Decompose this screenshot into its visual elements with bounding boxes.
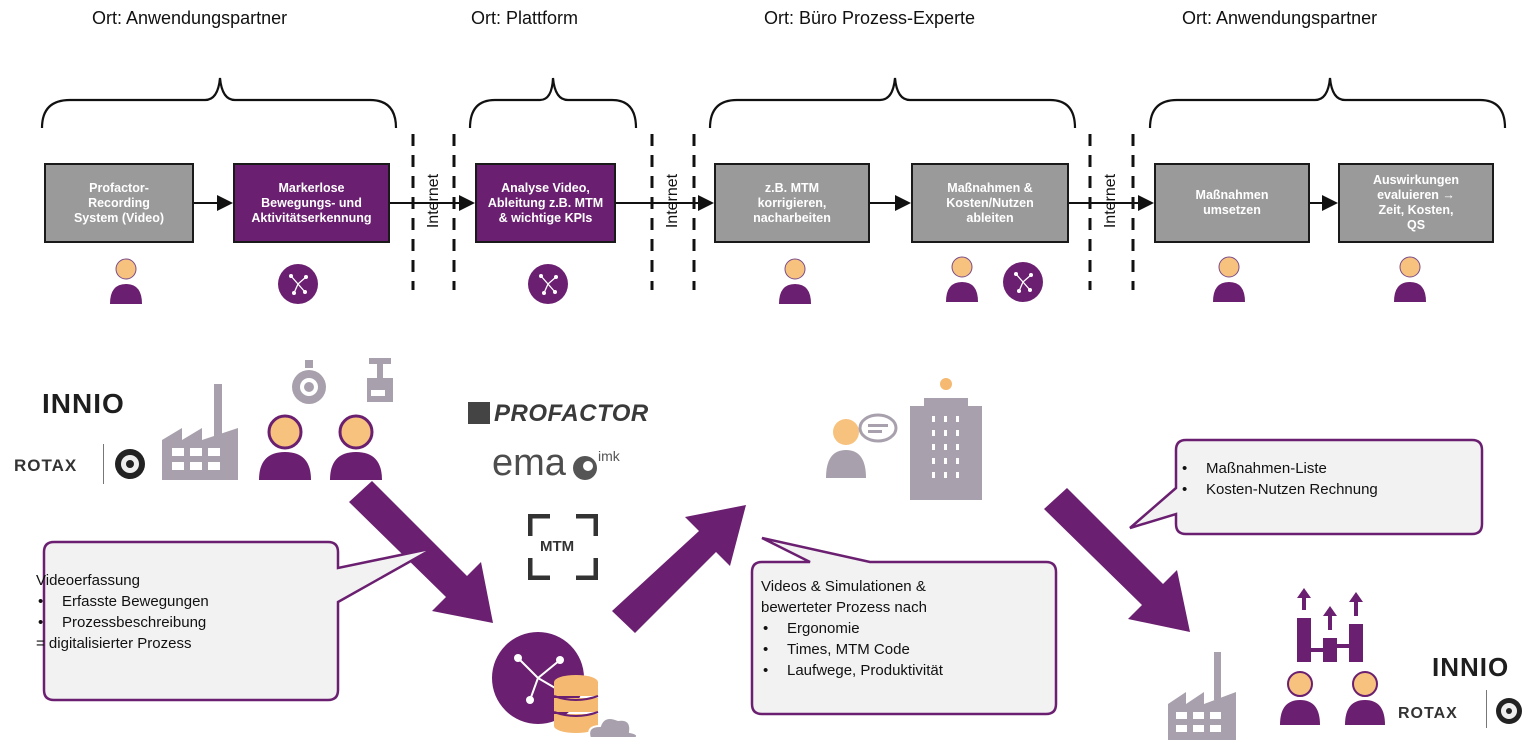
factory-icon	[162, 384, 238, 480]
mtm-frame-icon	[528, 514, 598, 580]
camera-dome-icon	[292, 360, 326, 404]
rotax-divider	[103, 444, 104, 484]
innio-logo: INNIO	[42, 388, 125, 419]
step-movement-recognition: Markerlose Bewegungs- und Aktivitätserke…	[233, 163, 390, 243]
rotax-divider	[1486, 690, 1487, 728]
callout-video-item: Erfasste Bewegungen	[36, 591, 316, 612]
office-building-icon	[910, 378, 982, 500]
camera-ceiling-icon	[367, 358, 393, 402]
network-icon	[528, 264, 568, 304]
callout-measures-item: Kosten-Nutzen Rechnung	[1180, 479, 1470, 500]
profactor-mark-icon	[468, 402, 490, 424]
callout-analysis-heading: Videos & Simulationen &	[761, 578, 926, 595]
section-title-3: Ort: Büro Prozess-Experte	[764, 8, 976, 28]
big-arrow-up	[612, 505, 746, 633]
growth-bars-icon	[1297, 588, 1363, 662]
brace-3	[708, 77, 1077, 129]
person-icon	[110, 258, 142, 304]
person-icon	[1213, 256, 1245, 302]
internet-label-1: Internet	[425, 173, 442, 229]
imk-logo: imk	[598, 448, 620, 464]
internet-label-3: Internet	[1102, 173, 1119, 229]
rotax-emblem-icon	[1496, 698, 1522, 724]
step-measures-implement: Maßnahmen umsetzen	[1154, 163, 1310, 243]
section-title-1: Ort: Anwendungspartner	[92, 8, 288, 28]
callout-measures-item: Maßnahmen-Liste	[1180, 458, 1470, 479]
imk-swirl-icon	[573, 456, 597, 480]
brace-1	[40, 77, 398, 129]
innio-logo: INNIO	[1432, 652, 1510, 682]
dashed-separators	[411, 134, 1135, 290]
callout-analysis: Videos & Simulationen & bewerteter Proze…	[761, 576, 1061, 681]
step-evaluate-effects: Auswirkungen evaluieren → Zeit, Kosten, …	[1338, 163, 1494, 243]
profactor-logo: PROFACTOR	[494, 400, 649, 427]
worker-icon	[259, 414, 311, 480]
mtm-logo: MTM	[540, 538, 575, 555]
rotax-emblem-icon	[115, 449, 145, 479]
worker-icon	[1280, 671, 1320, 725]
ema-logo: ema	[492, 442, 566, 484]
section-title-2: Ort: Plattform	[471, 8, 579, 28]
worker-icon	[330, 414, 382, 480]
section-title-4: Ort: Anwendungspartner	[1182, 8, 1378, 28]
network-icon	[278, 264, 318, 304]
callout-video: Videoerfassung Erfasste Bewegungen Proze…	[36, 570, 316, 654]
callout-video-heading: Videoerfassung	[36, 572, 140, 589]
step-recording-system: Profactor- Recording System (Video)	[44, 163, 194, 243]
internet-label-2: Internet	[664, 173, 681, 229]
brace-2	[468, 77, 638, 129]
expert-person-icon	[826, 413, 898, 478]
callout-analysis-item: Laufwege, Produktivität	[761, 660, 1061, 681]
callout-analysis-item: Ergonomie	[761, 618, 1061, 639]
callout-analysis-heading2: bewerteter Prozess nach	[761, 599, 927, 616]
step-mtm-correction: z.B. MTM korrigieren, nacharbeiten	[714, 163, 870, 243]
callout-measures: Maßnahmen-Liste Kosten-Nutzen Rechnung	[1180, 458, 1470, 500]
person-icon	[1394, 256, 1426, 302]
callout-video-item: Prozessbeschreibung	[36, 612, 316, 633]
rotax-logo: ROTAX	[1398, 705, 1458, 722]
step-measures-derive: Maßnahmen & Kosten/Nutzen ableiten	[911, 163, 1069, 243]
step-analysis: Analyse Video, Ableitung z.B. MTM & wich…	[475, 163, 616, 243]
network-icon	[1003, 262, 1043, 302]
platform-database-icon	[492, 632, 639, 739]
factory-icon	[1168, 652, 1236, 740]
big-arrow-down-2	[1044, 488, 1190, 632]
person-icon	[946, 256, 978, 302]
worker-icon	[1345, 671, 1385, 725]
rotax-logo: ROTAX	[14, 456, 78, 475]
callout-video-footer: = digitalisierter Prozess	[36, 635, 192, 652]
callout-analysis-item: Times, MTM Code	[761, 639, 1061, 660]
person-icon	[779, 258, 811, 304]
brace-4	[1148, 77, 1507, 129]
brace-group	[40, 77, 1507, 129]
